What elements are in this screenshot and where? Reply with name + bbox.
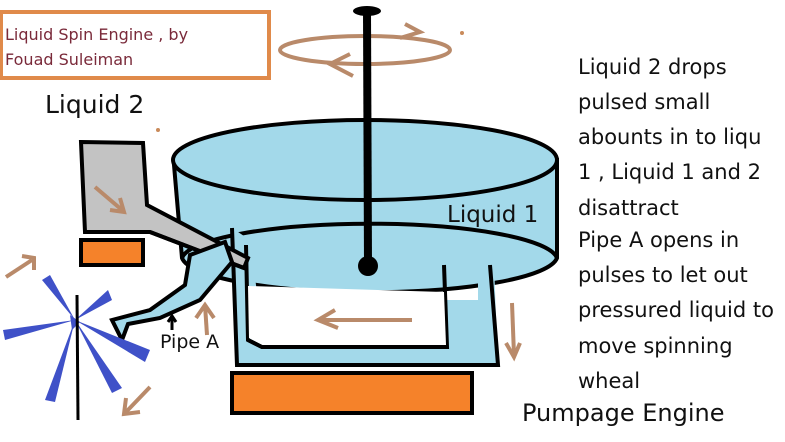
dot (460, 31, 464, 35)
flow-arrow-icon (313, 308, 412, 330)
description-line: disattract (578, 196, 679, 220)
title-line-1: Liquid Spin Engine , by (5, 25, 188, 44)
description-line: 1 , Liquid 1 and 2 (578, 160, 761, 184)
spin-shaft (353, 6, 381, 276)
description-line: Pipe A opens in (578, 228, 739, 252)
drop-arrow-icon (93, 185, 127, 215)
description-line: pulsed small (578, 90, 710, 114)
up-arrow-icon (194, 301, 216, 336)
liquid2-heater (79, 238, 145, 267)
pipe-a-label: Pipe A (160, 331, 219, 353)
description-text: Liquid 2 drops pulsed small abounts in t… (578, 55, 774, 393)
title-line-2: Fouad Suleiman (5, 50, 133, 69)
liquid2-label: Liquid 2 (45, 90, 144, 119)
description-line: wheal (578, 369, 640, 393)
description-line: Liquid 2 drops (578, 55, 727, 79)
description-line: abounts in to liqu (578, 125, 761, 149)
title-box: Liquid Spin Engine , by Fouad Suleiman (0, 10, 271, 80)
pumpage-engine-label: Pumpage Engine (522, 399, 724, 427)
liquid1-label: Liquid 1 (447, 202, 538, 228)
description-line: pulses to let out (578, 263, 748, 287)
lower-chamber (230, 227, 501, 367)
down-arrow-icon (504, 302, 522, 362)
description-line: pressured liquid to (578, 298, 774, 322)
dot (156, 128, 160, 132)
description-line: move spinning (578, 334, 733, 358)
pumpage-engine (230, 371, 474, 415)
wheel-arrow-icon (4, 254, 152, 417)
spinning-wheel (3, 275, 150, 421)
pipe-a (109, 239, 235, 345)
pipe-a-pointer-icon (166, 313, 178, 330)
